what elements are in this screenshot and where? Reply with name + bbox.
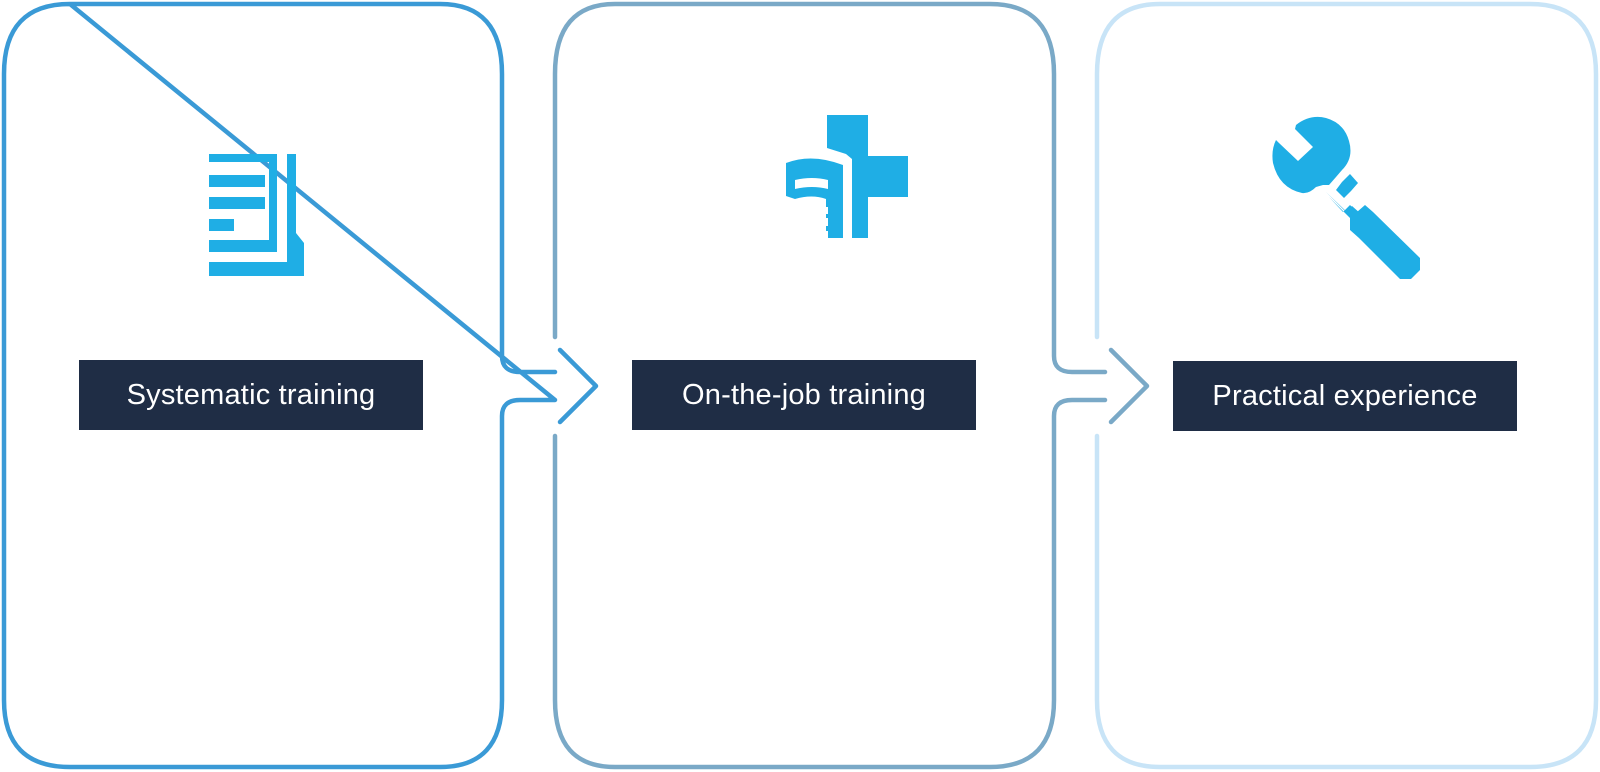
step-label-systematic-training: Systematic training (79, 360, 423, 430)
step-arrow-1 (557, 347, 599, 425)
step-label-practical-experience: Practical experience (1173, 361, 1517, 431)
step-arrow-2 (1108, 347, 1150, 425)
step-label-on-the-job-training: On-the-job training (632, 360, 976, 430)
step-frame-2 (552, 1, 1108, 770)
step-frame-3 (1094, 1, 1599, 770)
document-icon (209, 154, 304, 276)
step-frame-1 (1, 1, 558, 770)
wrench-icon (1272, 116, 1420, 279)
medical-cross-icon (786, 115, 908, 238)
